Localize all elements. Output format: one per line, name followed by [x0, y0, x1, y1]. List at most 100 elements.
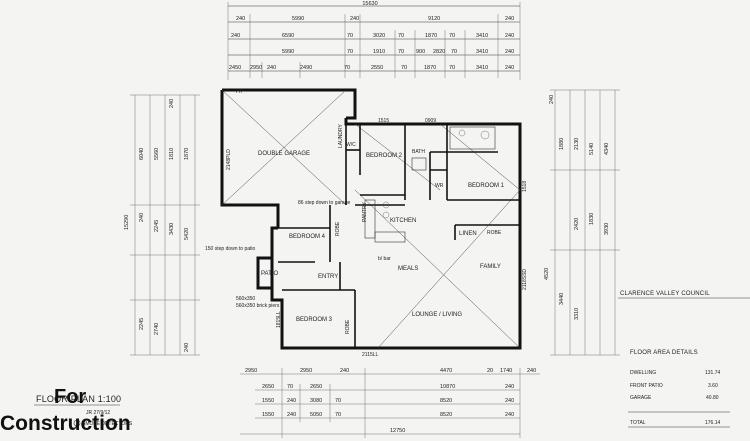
dim-bot-r1-f: 1740 — [500, 368, 512, 374]
note-step-patio: 150 step down to patio — [205, 246, 256, 252]
dim-top-r2-i: 240 — [505, 33, 514, 39]
dim-top-r3-a: 5990 — [282, 49, 294, 55]
garage-diagonals — [221, 89, 347, 206]
dim-overall-top: 15630 — [362, 1, 377, 7]
left-dimensions — [130, 94, 200, 356]
dim-bot-r3-b: 240 — [287, 398, 296, 404]
room-entry: ENTRY — [318, 274, 338, 280]
dim-bot-r4-a: 1550 — [262, 412, 274, 418]
dim-top-r2-f: 1870 — [425, 33, 437, 39]
right-dimensions — [550, 89, 620, 356]
note-fp: F/P — [236, 89, 244, 95]
dim-top-r4-g: 70 — [401, 65, 407, 71]
dim-bot-r4-f: 240 — [505, 412, 514, 418]
dim-top-r3-c: 1910 — [373, 49, 385, 55]
dim-bot-r3-e: 8520 — [440, 398, 452, 404]
room-bedroom-2: BEDROOM 2 — [366, 153, 403, 159]
dim-top-r3-f: 2820 — [433, 49, 445, 55]
room-bath: BATH — [412, 149, 425, 155]
dim-top-r4-i: 70 — [449, 65, 455, 71]
dim-left-8: 3430 — [169, 223, 175, 235]
note-bottom-2: 1815LL — [276, 311, 282, 328]
dim-left-5: 1870 — [184, 148, 190, 160]
dim-bot-r1-e: 20 — [487, 368, 493, 374]
dim-bot-r1-d: 4470 — [440, 368, 452, 374]
dim-right-3: 2130 — [574, 138, 580, 150]
dim-top-r4-a: 2450 — [229, 65, 241, 71]
dim-bot-r2-a: 2650 — [262, 384, 274, 390]
dim-left-13: 240 — [184, 343, 190, 352]
room-robe-3: ROBE — [345, 319, 351, 334]
room-labels: DOUBLE GARAGE BEDROOM 2 BEDROOM 1 BEDROO… — [258, 124, 505, 334]
room-bedroom-3: BEDROOM 3 — [296, 317, 333, 323]
dim-top-r4-e: 70 — [344, 65, 350, 71]
floor-plan-title: FLOOR PLAN 1:100 — [36, 394, 121, 404]
dim-top-r2-d: 3020 — [373, 33, 385, 39]
dim-top-r1-e: 240 — [505, 16, 514, 22]
dim-top-r4-d: 2490 — [300, 65, 312, 71]
dim-bot-r4-d: 70 — [335, 412, 341, 418]
room-lounge: LOUNGE / LIVING — [412, 312, 462, 318]
dim-top-r3-h: 3410 — [476, 49, 488, 55]
bathroom-fixtures — [411, 126, 496, 171]
room-laundry: LAUNDRY — [338, 124, 344, 148]
room-linen: LINEN — [459, 231, 477, 237]
right-dim-labels: 240 1880 2130 5140 4340 4520 3440 2420 3… — [544, 95, 610, 320]
dim-top-r2-b: 6590 — [282, 33, 294, 39]
kitchen-bench — [364, 199, 406, 243]
dim-bot-r3-d: 70 — [335, 398, 341, 404]
dim-bot-r4-e: 8520 — [440, 412, 452, 418]
room-bedroom-4: BEDROOM 4 — [289, 234, 326, 240]
note-brick-piers: 560x350 brick piers — [236, 303, 280, 309]
dim-bot-r3-a: 1550 — [262, 398, 274, 404]
dim-bot-r2-c: 2650 — [310, 384, 322, 390]
dim-bot-r1-a: 2950 — [245, 368, 257, 374]
smoke-detectors-label: SMOKE DETECTORS — [82, 421, 133, 427]
dim-right-9: 3310 — [574, 308, 580, 320]
dim-bot-r2-b: 70 — [287, 384, 293, 390]
dim-top-r4-h: 1870 — [424, 65, 436, 71]
dim-top-r4-f: 2550 — [371, 65, 383, 71]
dim-top-r2-a: 240 — [231, 33, 240, 39]
dim-top-r4-c: 240 — [267, 65, 276, 71]
council-label: CLARENCE VALLEY COUNCIL — [620, 291, 710, 297]
dim-top-r2-h: 3410 — [476, 33, 488, 39]
plan-annotations: 86 step down to garage 150 step down to … — [205, 89, 528, 358]
area-row-patio-value: 3.60 — [708, 383, 718, 389]
dim-top-r2-c: 70 — [347, 33, 353, 39]
room-wc: W/C — [346, 142, 356, 148]
note-width-1518: 1518 — [522, 181, 528, 192]
dim-top-r1-b: 5990 — [292, 16, 304, 22]
dim-left-9: 5420 — [184, 228, 190, 240]
dim-right-11: 3930 — [604, 223, 610, 235]
dim-top-r4-k: 240 — [505, 65, 514, 71]
area-total-label: TOTAL — [630, 420, 646, 426]
dim-bot-r4-b: 240 — [287, 412, 296, 418]
room-kitchen: KITCHEN — [390, 218, 416, 224]
dim-bot-r2-d: 10870 — [440, 384, 455, 390]
dim-top-r3-b: 70 — [347, 49, 353, 55]
dim-left-1: 6040 — [139, 148, 145, 160]
room-wr: WR — [435, 183, 444, 189]
dim-top-r3-g: 70 — [451, 49, 457, 55]
dim-left-12: 2740 — [154, 323, 160, 335]
note-width-0909: 0909 — [425, 118, 436, 124]
dim-bot-r3-f: 240 — [505, 398, 514, 404]
area-row-patio-name: FRONT PATIO — [630, 383, 663, 389]
note-bottom-1: 2115LL — [362, 352, 379, 358]
note-step-garage: 86 step down to garage — [298, 200, 350, 206]
dim-left-3: 240 — [169, 99, 175, 108]
living-diagonals — [354, 123, 521, 349]
dim-right-8: 2420 — [574, 218, 580, 230]
room-pantry: PANTRY — [362, 202, 368, 222]
dim-left-2: 5560 — [154, 148, 160, 160]
interior-walls — [278, 124, 520, 348]
note-side-right: 2118SSD — [522, 269, 528, 290]
area-row-garage-value: 40.80 — [706, 395, 719, 401]
dim-left-4: 1810 — [169, 148, 175, 160]
dim-bot-r4-c: 5050 — [310, 412, 322, 418]
floor-area-details: FLOOR AREA DETAILS DWELLING 131.74 FRONT… — [628, 350, 730, 428]
dim-bot-r2-e: 240 — [505, 384, 514, 390]
dim-right-6: 4520 — [544, 268, 550, 280]
dim-top-r1-c: 240 — [350, 16, 359, 22]
